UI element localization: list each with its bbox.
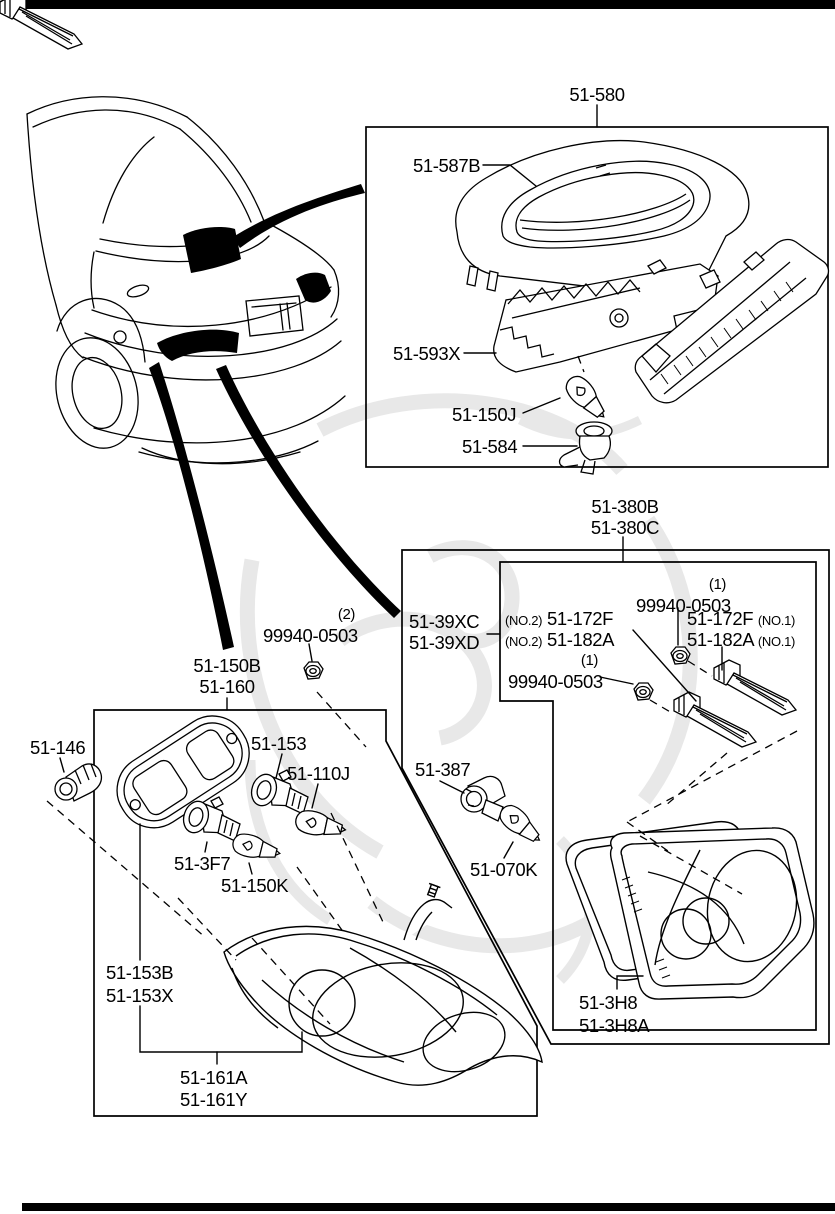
callout-99940-0503-no1-qty1: (1) 99940-0503 — [636, 576, 731, 616]
callout-51-110J: 51-110J — [287, 763, 350, 784]
callout-51-380B-51-380C: 51-380B 51-380C — [590, 496, 660, 538]
frame-bottom-bar — [22, 1203, 835, 1211]
callout-51-3H8-51-3H8A: 51-3H8 51-3H8A — [579, 992, 650, 1036]
socket-51-153-drawing — [250, 769, 309, 815]
bracket-no1 — [713, 659, 797, 716]
gasket-51-150B-drawing — [116, 715, 250, 829]
bulb-51-150K-drawing — [232, 833, 281, 858]
callout-51-172F-51-182A-no1: 51-172F (NO.1) 51-182A (NO.1) — [687, 608, 796, 650]
callout-51-070K: 51-070K — [470, 859, 538, 880]
bulb-51-110J-drawing — [295, 810, 347, 836]
high-mount-housing-drawing — [493, 259, 721, 373]
callout-51-593X: 51-593X — [393, 343, 461, 364]
bulb-51-150J-drawing — [565, 375, 605, 419]
callout-51-39XC-51-39XD: 51-39XC 51-39XD — [409, 611, 480, 653]
bulb-51-070K-drawing — [499, 804, 541, 843]
high-mount-lens-drawing — [634, 238, 830, 404]
quarter-lamp-box — [93, 709, 538, 1117]
socket-51-387-drawing — [460, 775, 506, 822]
bracket-drawing — [0, 0, 84, 50]
callout-51-587B: 51-587B — [413, 155, 481, 176]
callout-51-153B-51-153X: 51-153B 51-153X — [106, 962, 174, 1006]
callout-51-150K: 51-150K — [221, 875, 289, 896]
sweep-to-quarter-lamp-box — [149, 362, 234, 650]
frame-top-bar — [22, 0, 835, 9]
callout-99940-0503-qty2: (2) 99940-0503 — [263, 606, 358, 646]
sweep-to-high-mount-box — [233, 184, 365, 248]
high-mount-lamp-location — [183, 227, 241, 273]
callout-51-3F7: 51-3F7 — [174, 853, 231, 874]
callout-51-387: 51-387 — [415, 759, 471, 780]
socket-51-3F7-drawing — [182, 796, 241, 842]
callout-51-161A-51-161Y: 51-161A 51-161Y — [180, 1067, 248, 1110]
leader-lines — [59, 104, 723, 1065]
screw-51-146-drawing — [54, 763, 103, 802]
right-tail-lamp-location — [296, 272, 331, 303]
callout-51-146: 51-146 — [30, 737, 86, 758]
trunk-lamp-outer-box — [401, 549, 830, 1045]
callout-51-150J: 51-150J — [452, 404, 517, 425]
assembly-dashed-lines — [46, 355, 798, 1025]
tail-lamp-51-161A-drawing — [223, 882, 543, 1086]
sweep-to-trunk-lamp-box — [216, 365, 401, 618]
left-tail-lamp-location — [157, 329, 239, 361]
license-plate-recess — [245, 295, 304, 337]
callout-51-153: 51-153 — [251, 733, 307, 754]
callout-99940-0503-no2-qty1: (1) 99940-0503 — [508, 652, 603, 692]
callout-51-584: 51-584 — [462, 436, 518, 457]
callout-51-580: 51-580 — [569, 84, 625, 105]
callout-51-150B-51-160: 51-150B 51-160 — [193, 655, 261, 697]
car-illustration — [26, 96, 346, 465]
callout-51-172F-51-182A-no2: (NO.2) 51-172F (NO.2) 51-182A — [505, 608, 615, 650]
trunk-lamp-51-3H8-drawing — [565, 820, 815, 1000]
socket-51-584-drawing — [558, 421, 613, 475]
trunk-lamp-inner-box — [499, 561, 817, 1031]
